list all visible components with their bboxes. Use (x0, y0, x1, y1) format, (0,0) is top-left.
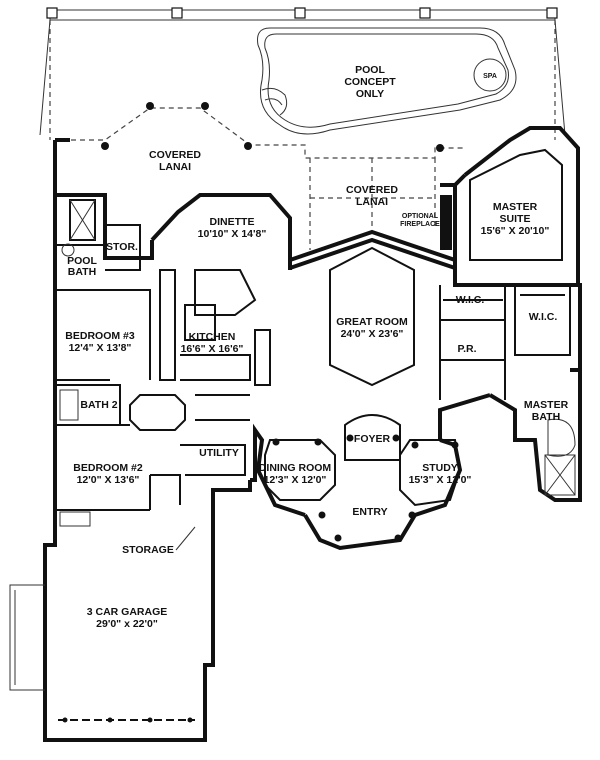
covered-lanai-left-label-2: LANAI (159, 161, 191, 173)
bedroom3-label: BEDROOM #3 (65, 330, 135, 342)
entry-label: ENTRY (352, 506, 387, 518)
deck-post (171, 7, 183, 19)
stor-label: STOR. (106, 241, 138, 253)
covered-lanai-outline (62, 102, 465, 250)
exterior-walls (43, 126, 582, 742)
deck-post (419, 7, 431, 19)
kitchen-label: KITCHEN (189, 331, 236, 343)
spa (473, 58, 507, 92)
bedroom2-label: BEDROOM #2 (73, 462, 143, 474)
master-bath-label-2: BATH (532, 411, 560, 423)
bath2-label: BATH 2 (80, 399, 117, 411)
dinette-size: 10'10" X 14'8" (198, 228, 267, 240)
pool: SPA POOL CONCEPT ONLY (257, 27, 517, 135)
bedroom2-size: 12'0" X 13'6" (77, 474, 140, 486)
bedroom3-size: 12'4" X 13'8" (69, 342, 132, 354)
optional-fireplace-label-1: OPTIONAL (402, 213, 439, 220)
deck-post (294, 7, 306, 19)
great-room-label: GREAT ROOM (336, 316, 408, 328)
storage-label: STORAGE (122, 544, 174, 556)
pool-label-2: CONCEPT (344, 76, 396, 88)
dining-room-size: 12'3" X 12'0" (264, 474, 327, 486)
kitchen-size: 16'6" X 16'6" (181, 343, 244, 355)
master-suite-label-2: SUITE (500, 213, 531, 225)
foyer-label: FOYER (354, 433, 391, 445)
master-bath-label-1: MASTER (524, 399, 569, 411)
garage-label: 3 CAR GARAGE (87, 606, 168, 618)
pr-label: P.R. (457, 343, 476, 355)
covered-lanai-center-label-2: LANAI (356, 196, 388, 208)
wic-right-label: W.I.C. (529, 311, 558, 323)
pool-deck (39, 7, 566, 140)
deck-post (46, 7, 58, 19)
pool-bath-label-2: BATH (68, 266, 96, 278)
pool-label-3: ONLY (356, 88, 384, 100)
dinette-label: DINETTE (210, 216, 255, 228)
interior-walls (55, 148, 576, 527)
storage-leader (175, 526, 196, 551)
study-label: STUDY (422, 462, 458, 474)
fireplace (440, 195, 452, 250)
wic-left-label: W.I.C. (456, 294, 485, 306)
great-room-size: 24'0" X 23'6" (341, 328, 404, 340)
garage-side (9, 584, 195, 723)
study-size: 15'3" X 12'0" (409, 474, 472, 486)
optional-fireplace-label-2: FIREPLACE (400, 221, 440, 228)
utility-label: UTILITY (199, 447, 239, 459)
spa-label: SPA (483, 73, 497, 80)
front-columns (272, 434, 459, 542)
covered-lanai-left-label-1: COVERED (149, 149, 201, 161)
master-suite-size: 15'6" X 20'10" (481, 225, 550, 237)
room-labels: COVERED LANAI COVERED LANAI OPTIONAL FIR… (65, 149, 568, 630)
deck-post (546, 7, 558, 19)
covered-lanai-center-label-1: COVERED (346, 184, 398, 196)
pool-label-1: POOL (355, 64, 385, 76)
garage-size: 29'0" x 22'0" (96, 618, 158, 630)
dining-room-label: DINING ROOM (259, 462, 332, 474)
pool-bath-label-1: POOL (67, 255, 97, 267)
master-suite-label-1: MASTER (493, 201, 538, 213)
